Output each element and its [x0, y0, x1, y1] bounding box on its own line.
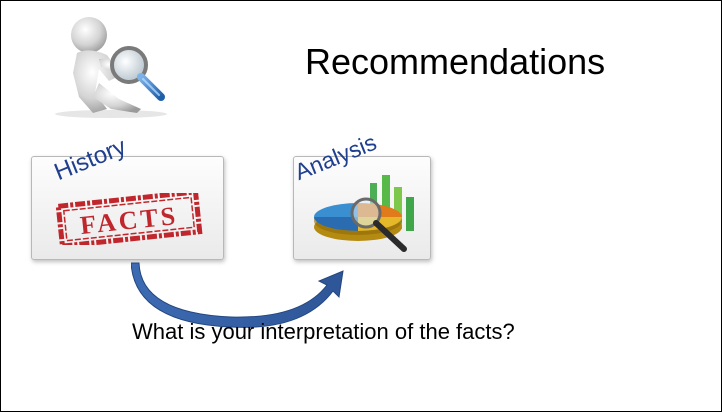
slide-title: Recommendations	[305, 41, 606, 82]
facts-card: FACTS	[31, 156, 224, 260]
person-with-magnifier-icon	[55, 17, 167, 118]
facts-stamp-icon: FACTS	[55, 193, 203, 245]
curved-arrow-icon	[131, 262, 344, 328]
analysis-card	[293, 156, 431, 260]
question-text: What is your interpretation of the facts…	[132, 319, 515, 344]
pie-chart-magnifier-icon	[314, 175, 414, 252]
